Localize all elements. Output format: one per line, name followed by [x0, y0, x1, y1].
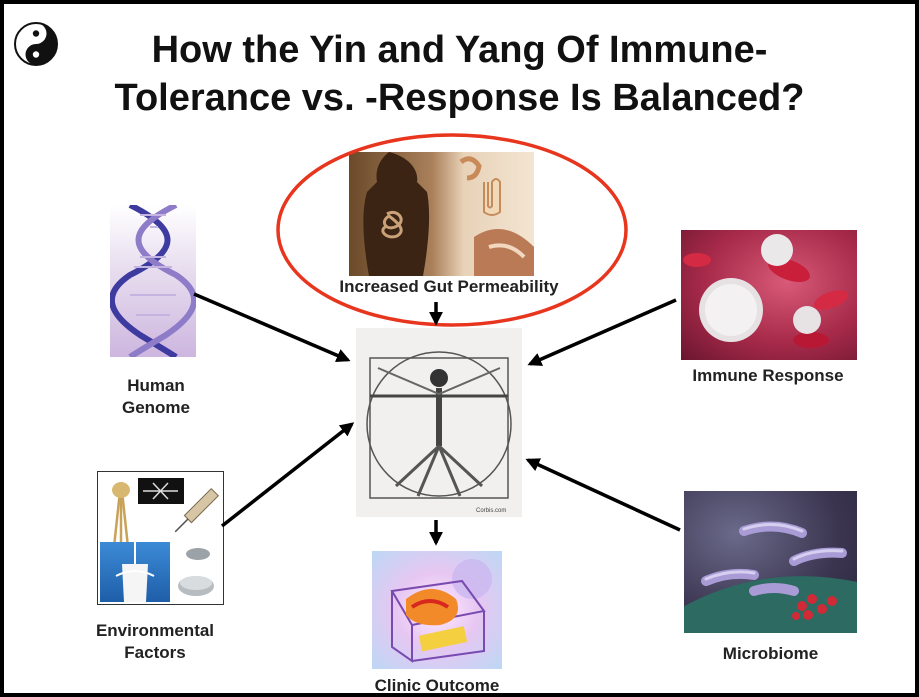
slide-title: How the Yin and Yang Of Immune- Toleranc…: [4, 26, 915, 122]
immune-image: [681, 230, 857, 360]
arrow-immune-to-center: [527, 298, 677, 366]
yin-yang-icon: [14, 22, 58, 66]
microbiome-image: [684, 491, 857, 633]
arrows-layer: [193, 292, 681, 546]
genome-label-line-2: Genome: [121, 398, 191, 417]
milk-panel: [100, 542, 170, 602]
highlight-ellipse: [276, 133, 628, 327]
immune-label: Immune Response: [692, 366, 844, 385]
outcome-label: Clinic Outcome: [374, 676, 500, 693]
genome-label: Human Genome: [96, 375, 216, 419]
environment-label: Environmental Factors: [70, 620, 240, 664]
pill-icon: [178, 548, 214, 596]
environment-label-line-2: Factors: [124, 643, 186, 662]
genome-label-line-1: Human: [127, 376, 185, 395]
dna-image: [110, 205, 196, 357]
vitruvian-man-icon: Corbis.com: [366, 351, 512, 514]
micrograph-image: [138, 478, 184, 504]
bacteria-icon: [684, 521, 857, 633]
gut-image: [349, 152, 534, 276]
blood-cells-icon: [683, 234, 849, 348]
syringe-icon: [174, 487, 220, 533]
outcome-image: [372, 551, 502, 669]
dna-helix-icon: [110, 205, 196, 357]
center-image: Corbis.com: [356, 328, 522, 517]
arrow-microbiome-to-center: [525, 458, 681, 532]
slide: How the Yin and Yang Of Immune- Toleranc…: [4, 4, 915, 693]
environment-image: [97, 471, 224, 605]
gut-label: Increased Gut Permeability: [339, 277, 559, 296]
center-credit: Corbis.com: [476, 508, 506, 514]
title-line-2: Tolerance vs. -Response Is Balanced?: [114, 77, 805, 119]
environment-label-line-1: Environmental: [95, 621, 215, 640]
gut-icon: [363, 152, 534, 276]
brain-box-icon: [390, 559, 492, 663]
milk-icon: [115, 542, 155, 602]
title-line-1: How the Yin and Yang Of Immune-: [151, 29, 768, 71]
microbiome-label: Microbiome: [722, 644, 819, 663]
arrow-genome-to-center: [193, 292, 351, 363]
wheat-icon: [112, 482, 130, 547]
arrow-environment-to-center: [220, 422, 355, 528]
